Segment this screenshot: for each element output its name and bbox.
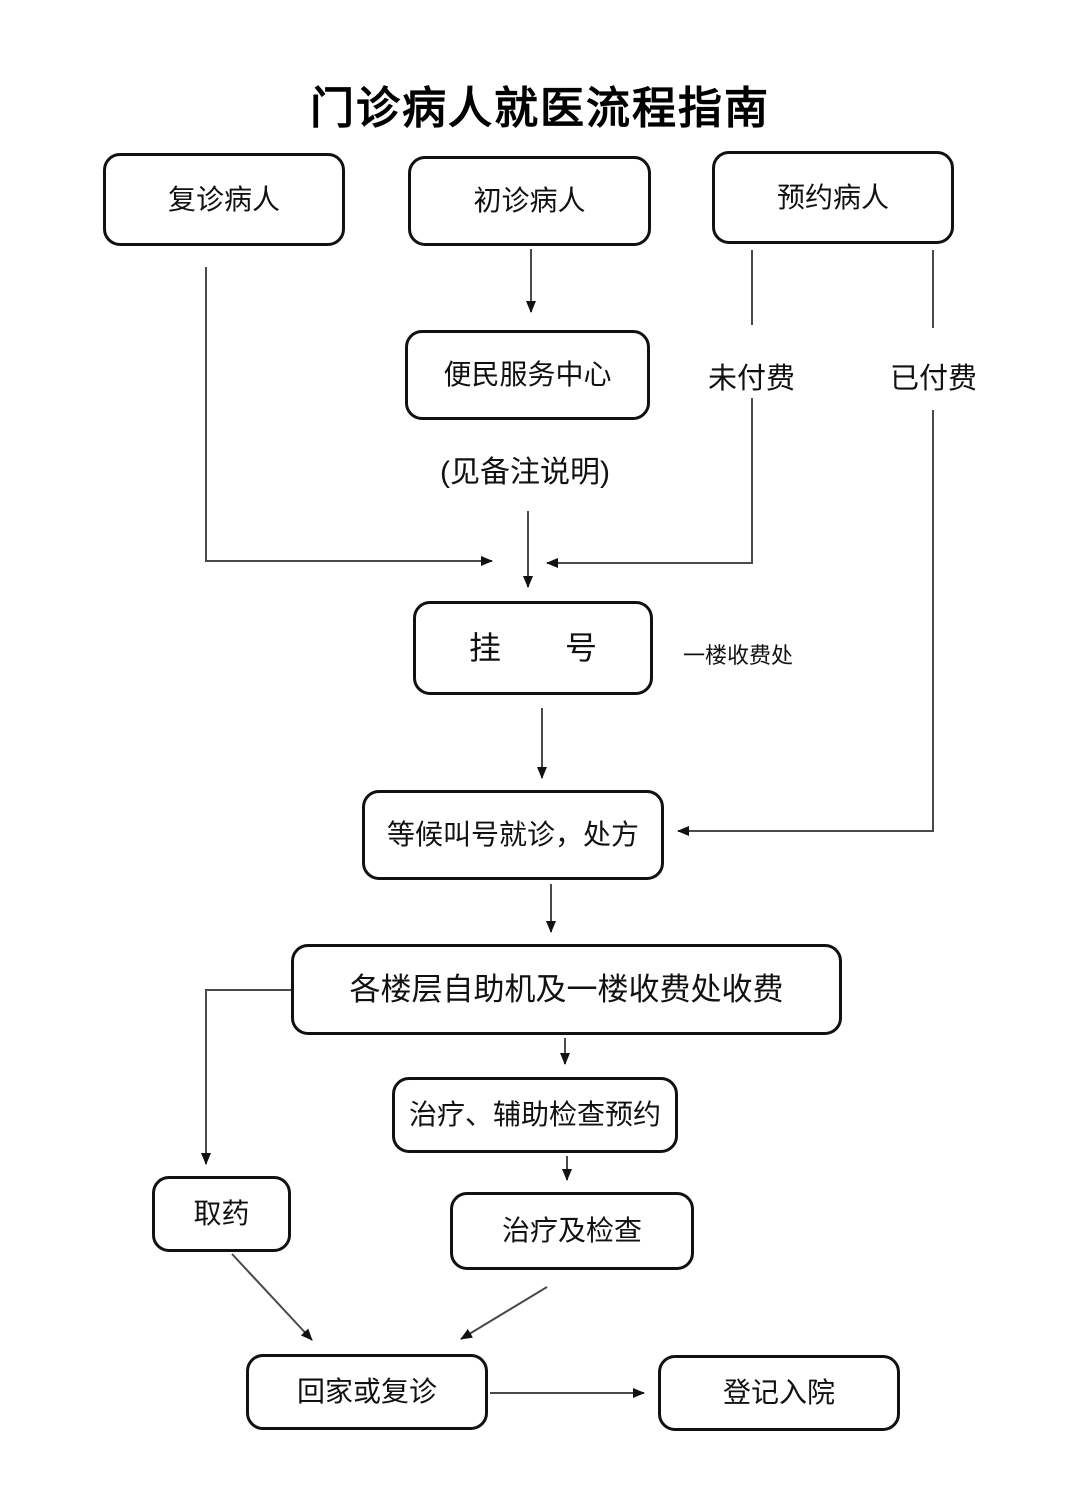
- node-service-center: 便民服务中心: [405, 330, 650, 420]
- node-revisit-patient-label: 复诊病人: [167, 183, 280, 215]
- node-treatment-exam-label: 治疗及检查: [501, 1215, 642, 1247]
- node-payment: 各楼层自助机及一楼收费处收费: [291, 944, 842, 1035]
- node-appointment-patient-label: 预约病人: [776, 181, 889, 213]
- node-pharmacy: 取药: [152, 1176, 291, 1252]
- arrow-paid-to-wait: [677, 410, 934, 836]
- node-appointment-patient: 预约病人: [712, 151, 954, 244]
- node-treatment-exam: 治疗及检查: [450, 1192, 694, 1270]
- node-registration-label: 挂 号: [468, 629, 597, 666]
- node-registration: 挂 号: [413, 601, 653, 695]
- node-treatment-booking: 治疗、辅助检查预约: [392, 1077, 678, 1153]
- node-wait-for-call-label: 等候叫号就诊，处方: [386, 819, 639, 851]
- node-revisit-patient: 复诊病人: [103, 153, 345, 246]
- arrow-revisit-to-register-junction: [205, 267, 493, 566]
- page-title: 门诊病人就医流程指南: [310, 84, 770, 133]
- node-treatment-booking-label: 治疗、辅助检查预约: [408, 1099, 661, 1131]
- node-home-or-revisit-label: 回家或复诊: [296, 1376, 437, 1408]
- node-payment-label: 各楼层自助机及一楼收费处收费: [349, 971, 784, 1007]
- node-admission-label: 登记入院: [722, 1377, 835, 1409]
- paid-branch-label: 已付费: [890, 363, 978, 395]
- arrow-exam-to-home: [460, 1286, 548, 1340]
- node-service-center-label: 便民服务中心: [443, 359, 612, 391]
- node-admission: 登记入院: [658, 1355, 900, 1431]
- see-note-annotation: (见备注说明): [440, 456, 610, 489]
- arrow-payment-to-pharmacy: [201, 989, 291, 1165]
- arrow-unpaid-to-register-junction: [546, 398, 753, 568]
- node-pharmacy-label: 取药: [193, 1198, 250, 1230]
- node-first-visit-patient: 初诊病人: [408, 156, 651, 246]
- node-first-visit-patient-label: 初诊病人: [473, 185, 586, 217]
- arrow-pharmacy-to-home: [231, 1253, 313, 1341]
- unpaid-branch-label: 未付费: [708, 363, 796, 395]
- node-wait-for-call: 等候叫号就诊，处方: [362, 790, 664, 880]
- node-home-or-revisit: 回家或复诊: [246, 1354, 488, 1430]
- first-floor-cashier-annotation: 一楼收费处: [683, 643, 794, 668]
